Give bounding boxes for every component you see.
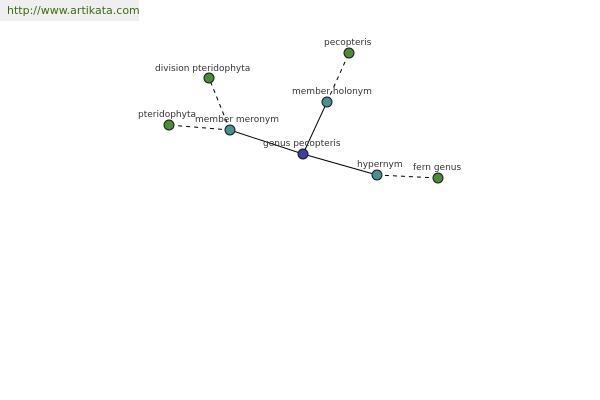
edge-hypernym-to-fern-genus: [376, 174, 439, 179]
edge-center-to-member-meronym: [229, 129, 304, 155]
edge-member-holonym-to-pecopteris: [326, 52, 350, 103]
label-fern-genus: fern genus: [413, 163, 461, 173]
edge-member-meronym-to-division-pteridophyta: [208, 77, 231, 131]
edge-member-meronym-to-pteridophyta: [168, 124, 231, 131]
edge-center-to-hypernym: [302, 153, 378, 176]
node-member-holonym[interactable]: [321, 96, 333, 108]
label-member-holonym: member holonym: [292, 87, 372, 97]
node-member-meronym[interactable]: [224, 124, 236, 136]
url-watermark-text[interactable]: http://www.artikata.com: [7, 4, 140, 17]
url-watermark-bar: http://www.artikata.com: [0, 0, 140, 21]
label-pecopteris: pecopteris: [324, 38, 372, 48]
label-genus-pecopteris: genus pecopteris: [263, 139, 341, 149]
node-genus-pecopteris[interactable]: [297, 148, 309, 160]
node-pecopteris[interactable]: [343, 47, 355, 59]
node-division-pteridophyta[interactable]: [203, 72, 215, 84]
label-pteridophyta: pteridophyta: [138, 110, 196, 120]
node-pteridophyta[interactable]: [163, 119, 175, 131]
label-hypernym: hypernym: [357, 160, 403, 170]
label-member-meronym: member meronym: [195, 115, 279, 125]
label-division-pteridophyta: division pteridophyta: [155, 64, 250, 74]
edge-center-to-member-holonym: [302, 101, 328, 155]
node-hypernym[interactable]: [371, 169, 383, 181]
node-fern-genus[interactable]: [432, 172, 444, 184]
